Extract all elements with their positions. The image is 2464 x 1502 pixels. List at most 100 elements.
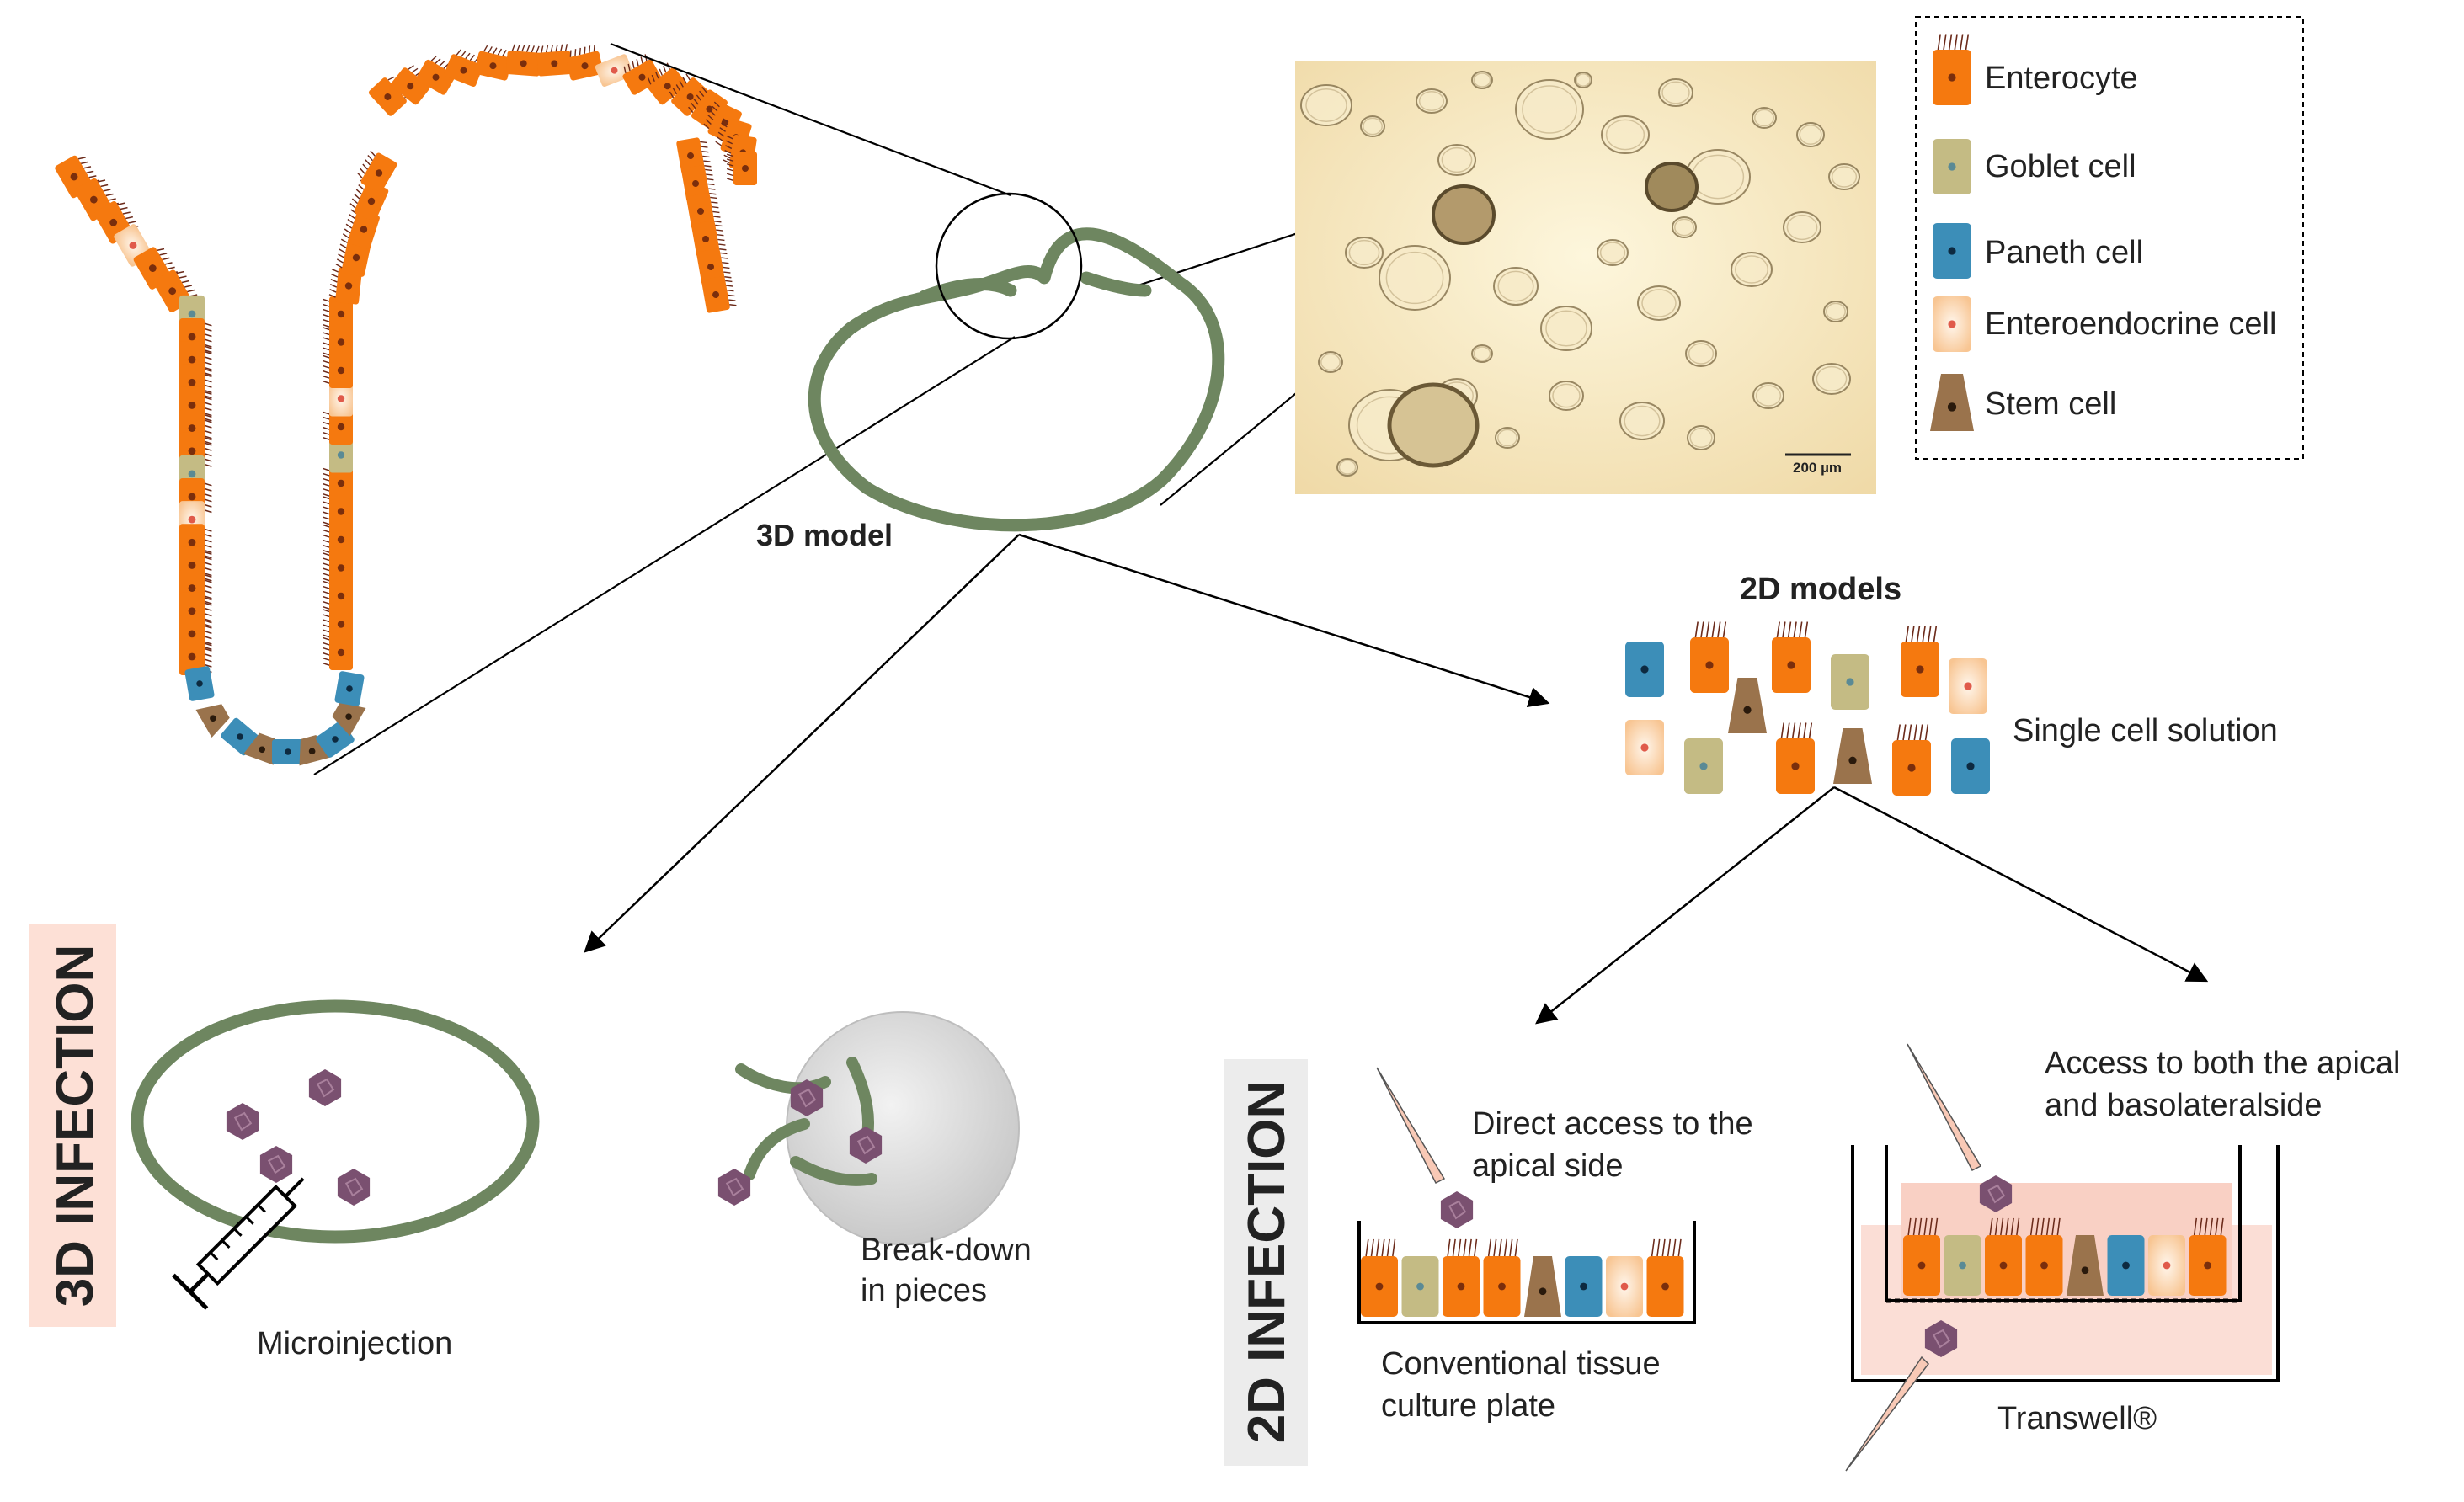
cell-goblet [1944,1235,1981,1296]
cell-enteroendocrine [1949,658,1987,714]
cell-paneth [272,739,304,764]
cell-stem [1728,678,1767,733]
cell-enteroendocrine [1933,296,1971,352]
arrow-to-plate [1535,786,1835,1025]
cell-stem [332,702,366,736]
label-breakdown-line1: Break-down [861,1233,1032,1268]
label-plate-line1: Conventional tissue [1381,1346,1661,1382]
label-single-cell-solution: Single cell solution [2013,713,2278,748]
cell-enterocyte [357,150,397,194]
cell-enterocyte [322,296,353,332]
cell-enterocyte [1892,724,1931,796]
label-microinjection: Microinjection [257,1326,452,1361]
cell-enterocyte [322,493,353,530]
cell-enterocyte [1985,1217,2022,1296]
cell-enterocyte [322,353,353,388]
transwell-cell-row [1903,1217,2227,1296]
cell-enteroendocrine [1625,720,1664,775]
cell-enterocyte [1690,621,1729,693]
cell-enterocyte [669,73,710,116]
legend-icons [1930,34,1974,431]
virus-particles [226,1069,2013,1357]
cell-enterocyte [322,466,353,501]
virus-icon [849,1126,883,1164]
cell-enterocyte [322,324,353,360]
cell-stem [1524,1256,1561,1317]
cell-paneth [334,671,365,706]
cell-enterocyte [322,550,353,586]
cell-enteroendocrine [2148,1235,2185,1296]
cell-enterocyte [622,54,662,95]
cell-enterocyte [328,267,362,305]
cell-enterocyte [322,409,353,445]
cell-enterocyte [1933,34,1971,105]
legend-label-goblet: Goblet cell [1985,149,2136,184]
conventional-plate [1357,1067,1696,1324]
legend-label-enteroendocrine: Enteroendocrine cell [1985,306,2276,342]
crypt-villus-epithelium [55,44,757,766]
legend-label-enterocyte: Enterocyte [1985,61,2138,96]
cell-paneth [2107,1235,2145,1296]
label-3d-model: 3D model [756,518,893,552]
single-cell-cluster [1625,621,1990,796]
cell-paneth [184,666,215,701]
virus-icon [790,1079,824,1116]
scale-bar-label: 200 µm [1793,460,1842,476]
cell-enterocyte [1772,621,1811,693]
title-3d-infection: 3D INFECTION [46,945,104,1308]
cell-enterocyte [1443,1238,1480,1317]
label-transwell: Transwell® [1997,1401,2157,1436]
label-direct-line2: apical side [1472,1148,1624,1184]
banner-3d-infection [29,924,116,1327]
cell-enterocyte [696,248,732,285]
cell-enterocyte [676,137,712,174]
organoid-outline [808,227,1225,532]
cell-enterocyte [1361,1238,1398,1317]
arrows-from-organoid [584,533,1550,953]
cell-stem [299,735,331,766]
cell-type-legend: Enterocyte Goblet cell Paneth cell Enter… [1915,16,2304,460]
micrograph-organoids [1300,71,1860,477]
virus-icon [1924,1320,1958,1357]
cell-goblet [1684,738,1723,794]
virus-icon [717,1169,751,1206]
cell-paneth [1951,738,1990,794]
banner-2d-infection [1224,1059,1308,1466]
label-plate-line2: culture plate [1381,1388,1555,1424]
cell-enterocyte [701,276,737,313]
cell-enterocyte [322,635,353,670]
cell-enterocyte [686,193,722,230]
legend-label-paneth: Paneth cell [1985,235,2143,270]
label-both-line1: Access to both the apical [2045,1046,2400,1081]
cell-enterocyte [2189,1217,2227,1296]
cell-enterocyte [566,45,604,81]
label-direct-line1: Direct access to the [1472,1106,1753,1142]
cell-enterocyte [536,44,573,77]
plate-cell-row [1361,1238,1684,1317]
arrows-from-cluster [1535,786,2209,1025]
organoid-3d-model [808,192,1225,532]
legend-frame [1915,16,2304,460]
cell-enterocyte [1646,1238,1684,1317]
cell-enterocyte [691,221,727,258]
cell-goblet [1831,654,1869,710]
virus-icon [308,1069,342,1106]
cell-goblet [1933,139,1971,194]
cell-enterocyte [1903,1217,1940,1296]
cell-enteroendocrine [329,381,353,417]
arrow-to-3d-infection [584,534,1020,953]
cell-enterocyte [2025,1217,2063,1296]
cell-enterocyte [1483,1238,1521,1317]
arrow-to-2d-models [1018,533,1550,708]
cell-enterocyte [505,44,541,77]
broken-organoid-drop [735,1011,1020,1245]
cell-enterocyte [322,606,353,642]
virus-icon [1979,1175,2013,1212]
cell-paneth [1565,1256,1603,1317]
cell-paneth [1625,642,1664,697]
cell-enterocyte [1901,626,1939,697]
cell-enterocyte [1776,722,1815,794]
virus-icon [1440,1191,1474,1228]
virus-icon [226,1103,259,1140]
title-2d-infection: 2D INFECTION [1238,1081,1296,1444]
